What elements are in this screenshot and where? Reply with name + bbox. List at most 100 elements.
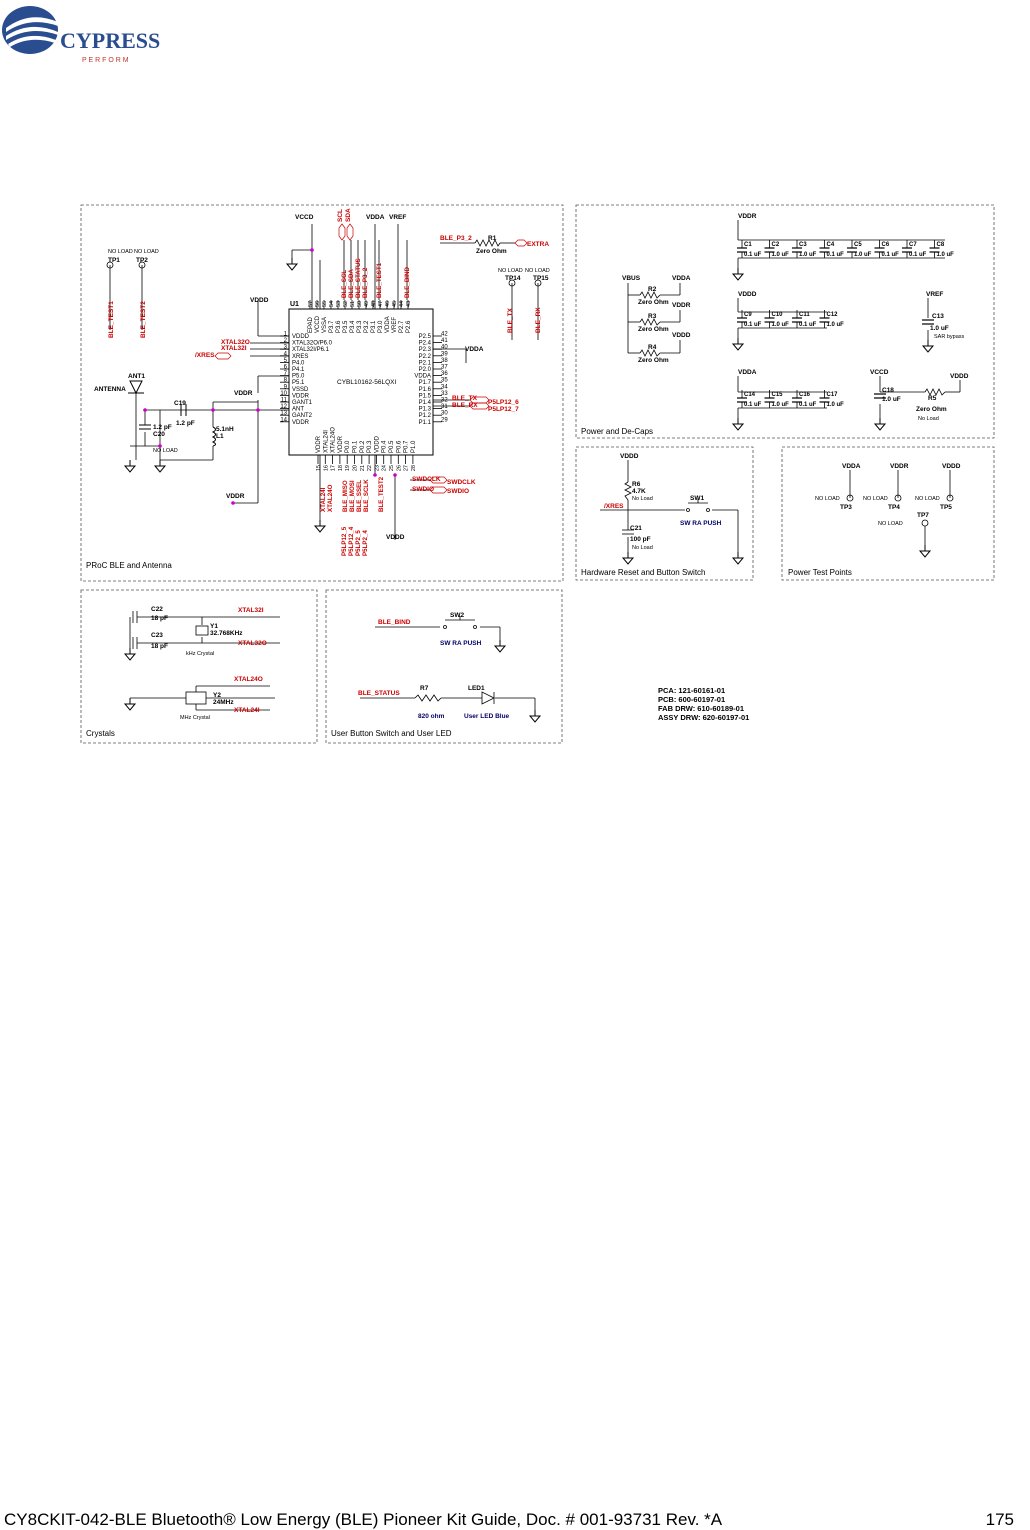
cap-c15-ref: C15 <box>772 392 784 398</box>
cap-c14-value: 0.1 uF <box>744 402 762 408</box>
u1-pin-39-name: P2.2 <box>419 354 432 360</box>
tp7-noload: NO LOAD <box>878 521 903 527</box>
cap-c17-value: 1.0 uF <box>827 402 845 408</box>
pca-block: PCA: 121-60161-01 PCB: 600-60197-01 FAB … <box>658 686 749 722</box>
u1-pin-4-name: XRES <box>292 354 308 360</box>
net-ble-test1: BLE_TEST1 <box>108 301 115 338</box>
u1-pin-25-name: P0.5 <box>389 440 395 453</box>
pwr-vbus: VBUS <box>622 275 641 282</box>
net-xtal24i: XTAL24I <box>234 707 260 714</box>
u1-pin-36-name: VDDA <box>414 374 431 380</box>
u1-pin-52-num: 52 <box>343 301 349 307</box>
u1-pin-54-num: 54 <box>329 301 335 307</box>
u1-pin-6-num: 6 <box>284 365 288 371</box>
u1-pin-46-num: 46 <box>385 301 391 307</box>
u1-pin-41-num: 41 <box>441 338 448 344</box>
pwr-vccd: VCCD <box>870 369 889 376</box>
tp4-ref: TP4 <box>888 504 900 511</box>
top-net-ble_sda: BLE_SDA <box>348 269 355 298</box>
r5-ref: R5 <box>928 395 937 402</box>
port-swdclk: SWDCLK <box>447 479 476 486</box>
frame-crystals <box>80 589 318 744</box>
cap-c15-value: 1.0 uF <box>772 402 790 408</box>
sw1-ref: SW1 <box>690 495 704 502</box>
c21-value: 100 pF <box>630 536 651 543</box>
r7-value: 820 ohm <box>418 713 445 720</box>
u1-pin-38-num: 38 <box>441 358 448 364</box>
r6-ref: R6 <box>632 481 641 488</box>
u1-pin-11-name: GANT1 <box>292 400 313 406</box>
u1-right-pins: 42P2.541P2.440P2.339P2.238P2.137P2.036VD… <box>414 332 448 426</box>
u1-pin-56-num: 56 <box>315 301 321 307</box>
u1-pin-54-name: P3.7 <box>329 320 335 333</box>
cypress-tree-mark <box>2 6 58 54</box>
led1-value: User LED Blue <box>464 713 510 720</box>
port-swdio: SWDIO <box>447 488 469 495</box>
capacitor-c12 <box>819 310 830 328</box>
cap-c11-ref: C11 <box>799 312 810 318</box>
led1-ref: LED1 <box>468 685 485 692</box>
net-ble-bind-user: BLE_BIND <box>378 619 411 626</box>
capacitor-c2 <box>764 240 775 258</box>
u1-pin-20-num: 20 <box>353 465 359 471</box>
capacitor-c11 <box>792 310 802 328</box>
u1-pin-57-name: EPAD <box>308 316 314 333</box>
c13-note: SAR bypass <box>934 334 965 340</box>
pwr-vdda: VDDA <box>738 369 757 376</box>
l1-value: 5.1nH <box>216 426 234 433</box>
user-wires <box>360 616 536 710</box>
u1-pin-37-num: 37 <box>441 365 448 371</box>
u1-pin-31-num: 31 <box>441 404 448 410</box>
net-swdclk: SWDCLK <box>412 476 441 483</box>
tp15-noload: NO LOAD <box>525 268 550 274</box>
antenna-network <box>128 380 216 447</box>
cap-c5-ref: C5 <box>854 242 862 248</box>
net-vdda-top: VDDA <box>366 214 385 221</box>
pca-line-2: PCB: 600-60197-01 <box>658 695 725 704</box>
net-ble-p3-2: BLE_P3_2 <box>440 235 472 242</box>
u1-pin-36-num: 36 <box>441 371 448 377</box>
u1-pin-49-name: P3.2 <box>364 320 370 333</box>
bottom-net-xtal24i: XTAL24I <box>320 487 327 512</box>
u1-pin-15-num: 15 <box>316 465 322 471</box>
cap-c10-ref: C10 <box>772 312 784 318</box>
u1-pin-13-name: GANT2 <box>292 413 313 419</box>
bottom-net-xtal24o: XTAL24O <box>327 484 334 512</box>
capacitor-c14 <box>737 390 747 408</box>
tp-vddd: VDDD <box>942 463 961 470</box>
c21-noload: No Load <box>632 545 653 551</box>
net-xtal32o: XTAL32O <box>221 339 250 346</box>
net-ble-rx: BLE_RX <box>452 402 478 409</box>
power-resistors <box>639 291 946 396</box>
u1-pin-5-num: 5 <box>284 358 288 364</box>
pca-line-1: PCA: 121-60161-01 <box>658 686 725 695</box>
power-wires <box>627 220 961 418</box>
c13-value: 1.0 uF <box>930 325 949 332</box>
net-xres: /XRES <box>195 352 215 359</box>
decap-capacitors <box>737 240 940 408</box>
tp3-noload: NO LOAD <box>815 496 840 502</box>
u1-pin-43-num: 43 <box>406 301 412 307</box>
u1-pin-1-name: VDDD <box>292 334 310 340</box>
cap-c5-value: 1.0 uF <box>854 252 872 258</box>
net-ble-status-user: BLE_STATUS <box>358 690 400 697</box>
section-title-crystals: Crystals <box>86 729 115 738</box>
u1-pin-25-num: 25 <box>389 465 395 471</box>
u1-pin-22-name: P0.3 <box>367 440 373 453</box>
net-ble-test2: BLE_TEST2 <box>140 301 147 338</box>
u1-pin-35-num: 35 <box>441 378 448 384</box>
u1-pin-13-num: 13 <box>280 411 287 417</box>
u1-pin-2-num: 2 <box>284 338 288 344</box>
u1-pin-20-name: P0.1 <box>353 440 359 453</box>
u1-pin-18-name: VDDR <box>338 435 344 453</box>
rst-xres: /XRES <box>604 503 624 510</box>
logo-tagline: P E R F O R M <box>82 57 129 64</box>
y1-desc: kHz Crystal <box>186 651 214 657</box>
tp1-ref: TP1 <box>108 257 120 264</box>
bottom-port-p5lp12_4: P5LP12_4 <box>348 526 355 556</box>
u1-pin-57-num: 57 <box>308 301 314 307</box>
